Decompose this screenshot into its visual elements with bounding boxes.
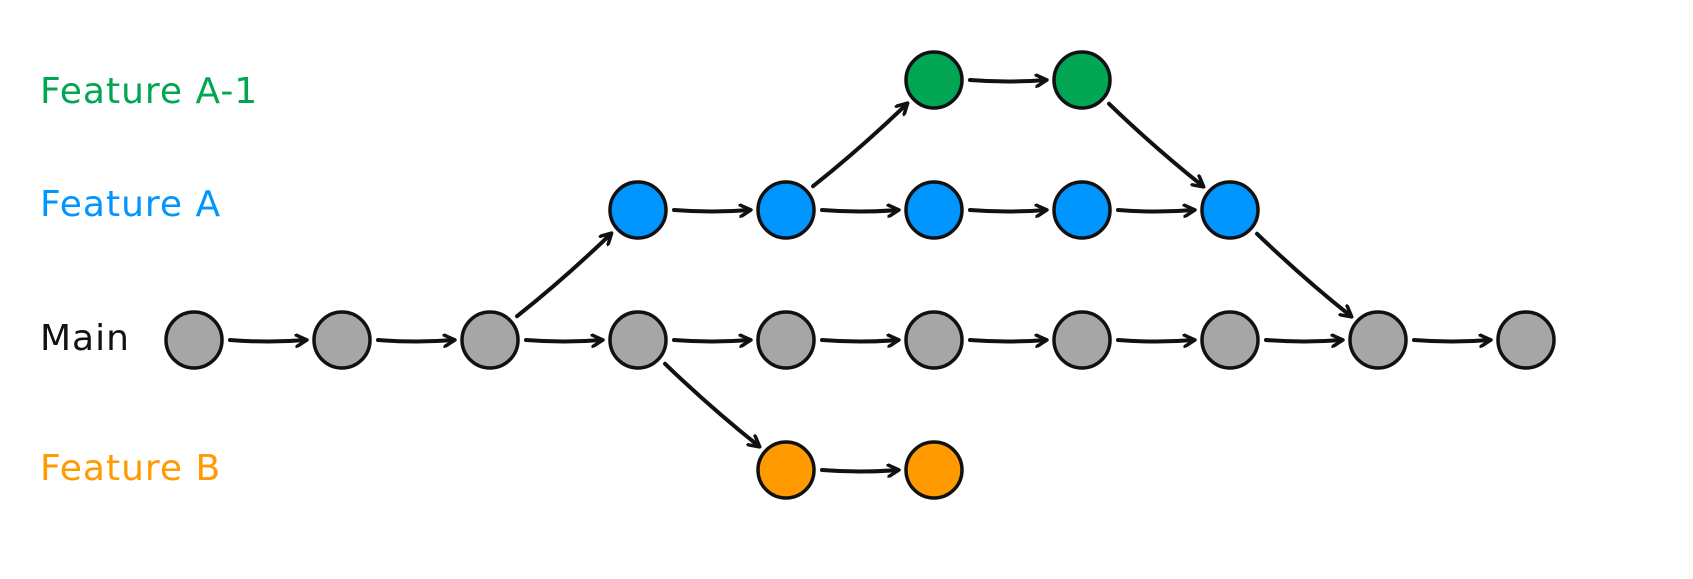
edge-m4-to-m5 — [672, 340, 750, 342]
edge-m1-to-m2 — [228, 340, 306, 342]
commit-node-m9 — [1348, 310, 1408, 370]
edge-m8-to-m9 — [1264, 340, 1342, 342]
edge-a1c-to-a2c — [672, 210, 750, 212]
commit-node-a1c — [608, 180, 668, 240]
lane-labels: Feature A-1 Feature A Main Feature B — [40, 71, 258, 489]
commit-node-m3 — [460, 310, 520, 370]
edge-m3-to-m4 — [524, 340, 602, 342]
commit-node-a3c — [904, 180, 964, 240]
edge-m4-to-b1 — [663, 361, 759, 446]
commit-node-m6 — [904, 310, 964, 370]
commit-node-m4 — [608, 310, 668, 370]
commit-node-a4c — [1052, 180, 1112, 240]
commit-node-b2 — [904, 440, 964, 500]
edge-x2-to-a5c — [1107, 101, 1203, 186]
edge-a4c-to-a5c — [1116, 210, 1194, 212]
edge-m9-to-m10 — [1412, 340, 1490, 342]
commit-nodes — [164, 50, 1556, 500]
edge-a5c-to-m9 — [1255, 231, 1351, 316]
lane-label-main: Main — [40, 318, 130, 359]
edge-m6-to-m7 — [968, 340, 1046, 342]
edge-x1-to-x2 — [968, 80, 1046, 82]
commit-node-m7 — [1052, 310, 1112, 370]
commit-node-a2c — [756, 180, 816, 240]
commit-node-m2 — [312, 310, 372, 370]
edge-m7-to-m8 — [1116, 340, 1194, 342]
commit-node-m10 — [1496, 310, 1556, 370]
commit-node-a5c — [1200, 180, 1260, 240]
commit-node-x1 — [904, 50, 964, 110]
commit-node-m5 — [756, 310, 816, 370]
edge-m3-to-a1c — [515, 234, 611, 319]
lane-label-feature-a: Feature A — [40, 184, 221, 225]
edge-m2-to-m3 — [376, 340, 454, 342]
commit-node-m1 — [164, 310, 224, 370]
lane-label-feature-a-1: Feature A-1 — [40, 71, 258, 112]
commit-node-x2 — [1052, 50, 1112, 110]
commit-node-m8 — [1200, 310, 1260, 370]
edge-a2c-to-a3c — [820, 210, 898, 212]
commit-edges — [228, 80, 1490, 472]
lane-label-feature-b: Feature B — [40, 448, 221, 489]
edge-a2c-to-x1 — [811, 104, 907, 189]
edge-a3c-to-a4c — [968, 210, 1046, 212]
edge-m5-to-m6 — [820, 340, 898, 342]
edge-b1-to-b2 — [820, 470, 898, 472]
commit-node-b1 — [756, 440, 816, 500]
